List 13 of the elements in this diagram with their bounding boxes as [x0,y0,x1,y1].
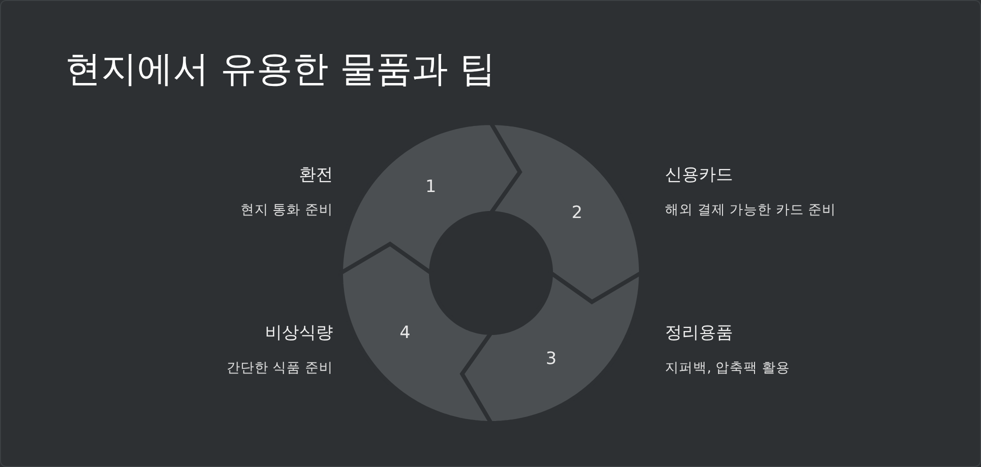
step-heading: 신용카드 [665,164,733,186]
step-description: 현지 통화 준비 [240,201,333,219]
step-description: 지퍼백, 압축팩 활용 [665,359,790,377]
step-number: 1 [425,176,436,197]
step-number: 2 [572,202,582,223]
step-heading: 환전 [299,164,333,186]
step-description: 해외 결제 가능한 카드 준비 [665,201,836,219]
step-number: 3 [546,349,557,369]
step-heading: 비상식량 [265,322,333,344]
step-description: 간단한 식품 준비 [226,359,333,377]
step-heading: 정리용품 [665,322,733,344]
diagram-title: 현지에서 유용한 물품과 팁 [65,48,496,92]
step-number: 4 [400,323,410,344]
